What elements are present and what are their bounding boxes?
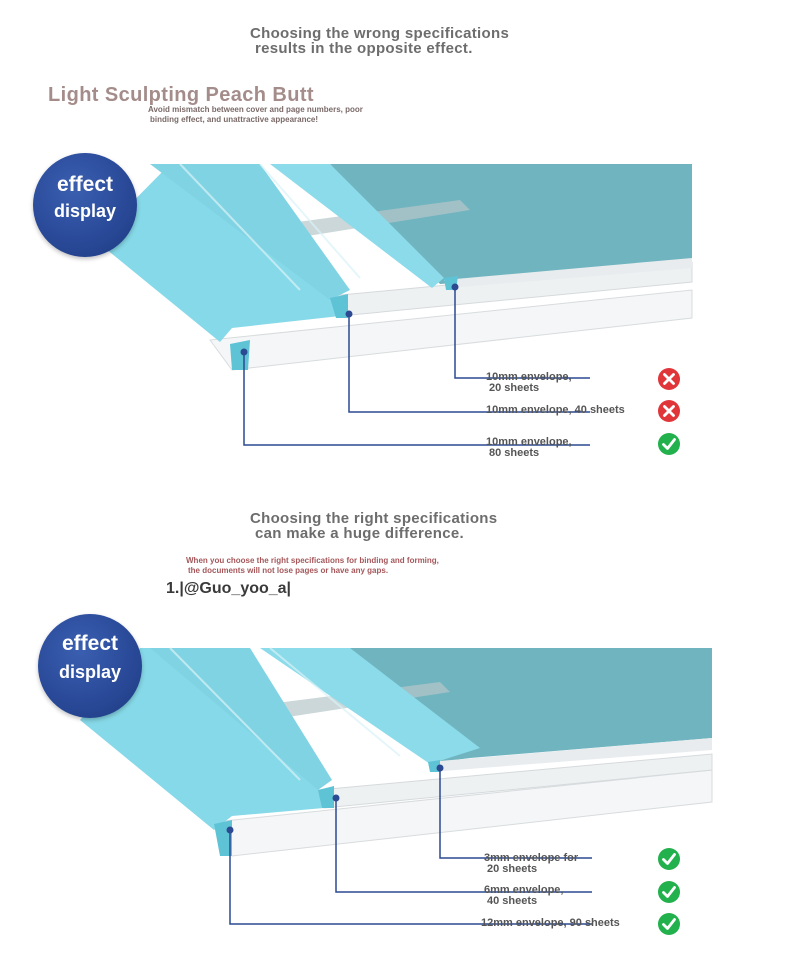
check-icon xyxy=(658,913,680,935)
callout-line: 10mm envelope, xyxy=(486,436,572,448)
check-icon xyxy=(658,881,680,903)
effect-display-badge: effect display xyxy=(38,614,142,718)
paper-stack-top xyxy=(428,738,712,772)
check-icon xyxy=(658,433,680,455)
right-spec-subtitle-line-1: When you choose the right specifications… xyxy=(186,556,439,565)
callout-10mm-40: 10mm envelope, 40 sheets xyxy=(486,405,625,416)
leader-dot xyxy=(451,283,459,291)
wrong-spec-subtitle: Avoid mismatch between cover and page nu… xyxy=(148,105,363,125)
leader-dot xyxy=(332,794,340,802)
right-spec-subtitle-line-2: the documents will not lose pages or hav… xyxy=(188,566,389,575)
leader-lines xyxy=(243,287,590,446)
leader-dot xyxy=(240,348,248,356)
callout-line: 20 sheets xyxy=(487,863,538,875)
envelope-bottom-spine xyxy=(95,164,340,342)
badge-line-2: display xyxy=(53,201,117,221)
leader-dot xyxy=(226,826,234,834)
callout-line: 40 sheets xyxy=(487,895,538,907)
callout-line: 3mm envelope for xyxy=(484,852,579,864)
right-binding-photo xyxy=(80,647,713,925)
envelope-middle-edge xyxy=(330,294,348,318)
callout-3mm-20: 3mm envelope for 20 sheets xyxy=(484,853,578,875)
teal-cover-sheet xyxy=(330,164,692,284)
badge-line-1: effect xyxy=(56,173,114,196)
callout-line: 10mm envelope, 40 sheets xyxy=(486,404,625,416)
watermark-handle: 1.|@Guo_yoo_a| xyxy=(166,580,292,597)
wrong-spec-subtitle-line-1: Avoid mismatch between cover and page nu… xyxy=(148,105,363,114)
right-spec-heading-line-2: can make a huge difference. xyxy=(255,525,465,542)
right-spec-heading: Choosing the right specifications can ma… xyxy=(250,511,497,541)
envelope-middle-edge xyxy=(318,786,334,808)
callout-10mm-80: 10mm envelope, 80 sheets xyxy=(486,437,572,459)
callout-10mm-20: 10mm envelope, 20 sheets xyxy=(486,372,572,394)
envelope-top-spine xyxy=(270,164,444,288)
wrong-binding-photo xyxy=(95,163,693,446)
callout-line: 80 sheets xyxy=(489,447,540,459)
envelope-bottom-spine xyxy=(80,648,324,830)
right-spec-subtitle: When you choose the right specifications… xyxy=(186,556,439,576)
cross-icon xyxy=(658,368,680,390)
wrong-spec-heading-line-2: results in the opposite effect. xyxy=(255,40,473,57)
cross-icon xyxy=(658,400,680,422)
envelope-bottom-edge xyxy=(230,340,250,370)
paper-stack-bottom xyxy=(209,289,693,371)
callout-line: 6mm envelope, xyxy=(484,884,564,896)
callout-line: 20 sheets xyxy=(489,382,540,394)
wrong-spec-heading: Choosing the wrong specifications result… xyxy=(250,26,509,56)
right-spec-heading-line-1: Choosing the right specifications xyxy=(250,510,498,527)
callout-12mm-90: 12mm envelope, 90 sheets xyxy=(481,918,620,929)
brand-title: Light Sculpting Peach Butt xyxy=(48,84,314,106)
badge-line-2: display xyxy=(58,662,122,682)
leader-dot xyxy=(436,764,444,772)
leader-dot xyxy=(345,310,353,318)
wrong-spec-subtitle-line-2: binding effect, and unattractive appeara… xyxy=(150,115,319,124)
leader-lines xyxy=(229,768,592,925)
effect-display-badge: effect display xyxy=(33,153,137,257)
check-icon xyxy=(658,848,680,870)
callout-6mm-40: 6mm envelope, 40 sheets xyxy=(484,885,563,907)
envelope-middle-spine xyxy=(150,164,350,300)
wrong-spec-heading-line-1: Choosing the wrong specifications xyxy=(250,25,510,42)
callout-line: 10mm envelope, xyxy=(486,371,572,383)
paper-stack-top xyxy=(444,258,692,288)
callout-line: 12mm envelope, 90 sheets xyxy=(481,917,620,929)
envelope-top-spine xyxy=(260,648,480,764)
badge-line-1: effect xyxy=(61,632,119,655)
